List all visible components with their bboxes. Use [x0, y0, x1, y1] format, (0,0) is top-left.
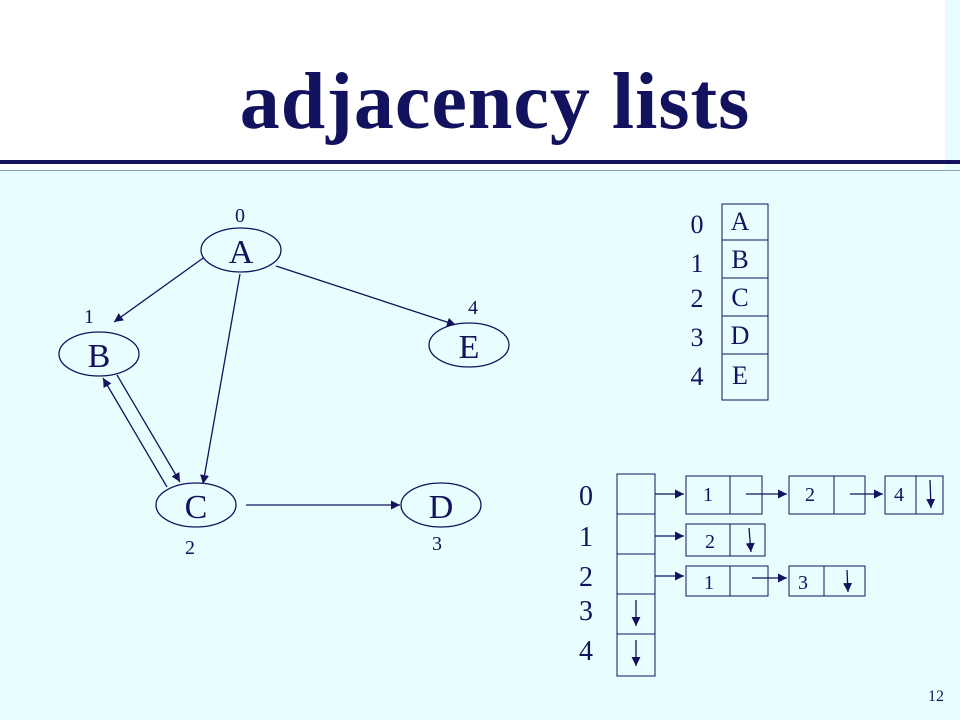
vertex-index: 1: [691, 249, 704, 278]
list-node-value: 2: [705, 531, 715, 553]
list-node: 1: [685, 565, 769, 597]
right-margin-strip: [945, 0, 960, 720]
graph-node-b: B 1: [58, 306, 140, 377]
vertex-array: 0 1 2 3 4 A B C D E: [691, 203, 769, 401]
list-node-box: [685, 523, 766, 557]
null-pointer-arrow: [926, 479, 936, 509]
edge-a-c: [200, 273, 241, 485]
graph-node-e: E 4: [428, 297, 510, 368]
graph-edges: [102, 255, 457, 510]
node-a-label: A: [229, 234, 254, 271]
edge-b-c: [116, 374, 181, 483]
head-cell: [616, 553, 656, 595]
adjacency-list-0: 1 2 4: [655, 475, 944, 515]
list-node-value: 1: [704, 572, 714, 594]
list-node: 1: [685, 475, 763, 515]
slide-title: adjacency lists: [239, 58, 751, 146]
vertex-cell: [721, 353, 769, 401]
vertex-array-indices: 0 1 2 3 4: [691, 210, 704, 391]
list-index: 2: [579, 562, 593, 593]
graph-node-d: D 3: [400, 482, 482, 555]
null-pointer-arrow: [843, 569, 853, 593]
list-node-box: [685, 475, 763, 515]
node-b-index: 1: [84, 306, 94, 328]
null-pointer-arrow: [745, 527, 755, 553]
edge-a-e: [275, 265, 457, 327]
page-number: 12: [928, 688, 944, 705]
vertex-label: C: [731, 283, 748, 312]
title-divider-thin: [0, 170, 960, 171]
adjacency-list-2: 1 3: [655, 565, 866, 597]
graph-node-a: A 0: [200, 205, 282, 273]
list-node-box: [788, 475, 866, 515]
list-node-box: [685, 565, 769, 597]
node-a-index: 0: [235, 205, 245, 227]
list-index: 3: [579, 596, 593, 627]
graph-node-c: C 2: [155, 482, 237, 559]
head-cell: [616, 633, 656, 677]
graph: A 0 B 1 C 2 D 3 E 4: [58, 205, 510, 559]
list-index: 4: [579, 636, 593, 667]
list-index: 0: [579, 481, 593, 512]
adjacency-list-1: 2: [655, 523, 766, 557]
list-node-box: [884, 475, 944, 515]
node-e-label: E: [459, 329, 480, 366]
node-d-index: 3: [432, 533, 442, 555]
list-node-box: [788, 565, 866, 597]
list-node-value: 3: [798, 572, 808, 594]
node-a-shape: [200, 227, 282, 273]
head-cell: [616, 513, 656, 555]
list-node: 3: [788, 565, 866, 597]
content-background: [0, 172, 945, 720]
list-node-value: 2: [805, 484, 815, 506]
list-node-value: 4: [894, 484, 904, 506]
title-divider: [0, 160, 960, 164]
head-pointer-array: [616, 473, 656, 677]
vertex-index: 3: [691, 323, 704, 352]
list-node: 2: [685, 523, 766, 557]
vertex-index: 2: [691, 284, 704, 313]
node-e-index: 4: [468, 297, 478, 319]
node-d-label: D: [429, 489, 454, 526]
node-e-shape: [428, 322, 510, 368]
head-cell: [616, 473, 656, 515]
node-c-index: 2: [185, 537, 195, 559]
list-node: 2: [788, 475, 866, 515]
node-b-shape: [58, 331, 140, 377]
list-index: 1: [579, 522, 593, 553]
edge-a-b: [113, 255, 207, 323]
vertex-label: E: [732, 361, 748, 390]
vertex-index: 0: [691, 210, 704, 239]
list-node-value: 1: [703, 484, 713, 506]
edge-c-b: [102, 377, 168, 488]
node-d-shape: [400, 482, 482, 528]
vertex-label: D: [731, 321, 750, 350]
node-c-label: C: [185, 489, 208, 526]
node-c-shape: [155, 482, 237, 528]
vertex-label: A: [731, 207, 750, 236]
node-b-label: B: [88, 338, 111, 375]
title-band: [0, 0, 945, 160]
list-node: 4: [884, 475, 944, 515]
adjacency-lists: 0 1 2 3 4 1: [579, 473, 944, 677]
vertex-index: 4: [691, 362, 704, 391]
vertex-array-cells: A B C D E: [721, 203, 769, 401]
vertex-label: B: [731, 245, 748, 274]
adjacency-indices: 0 1 2 3 4: [579, 481, 593, 667]
